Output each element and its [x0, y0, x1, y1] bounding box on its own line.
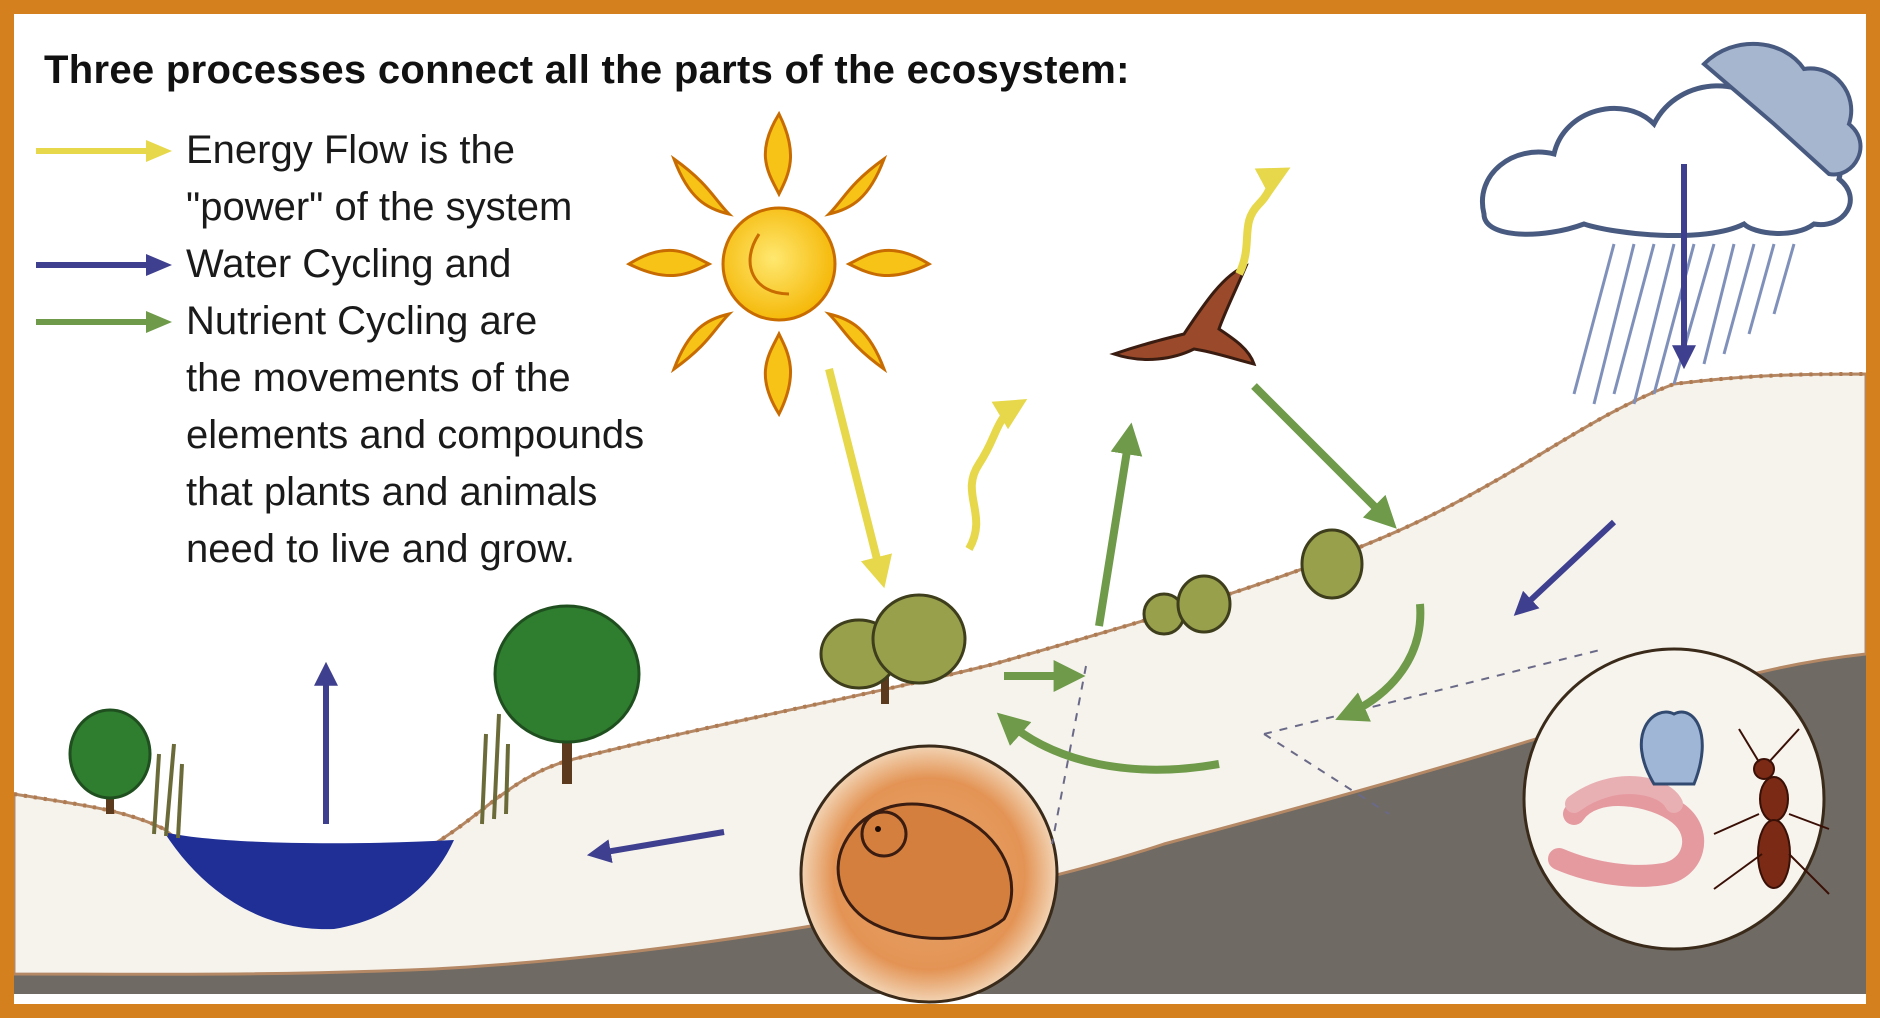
energy-arrow-heat-1 [969, 404, 1019, 549]
bird-icon [1114, 266, 1254, 364]
nutrient-arrow-icon [34, 309, 174, 335]
legend: Energy Flow is the "power" of the systemW… [34, 128, 734, 584]
nutrient-arrow-to-bird [1099, 432, 1130, 626]
legend-text: Energy Flow is the [186, 128, 515, 173]
diagram-title: Three processes connect all the parts of… [44, 48, 1130, 93]
shrub-small [1144, 576, 1230, 634]
legend-text: the movements of the [186, 356, 571, 401]
reeds-left [154, 744, 182, 838]
legend-text: Nutrient Cycling are [186, 299, 537, 344]
legend-line: Energy Flow is the [34, 128, 734, 185]
tree-left [70, 710, 150, 814]
legend-line: elements and compounds [34, 413, 734, 470]
legend-text: Water Cycling and [186, 242, 511, 287]
legend-line: "power" of the system [34, 185, 734, 242]
legend-line: Water Cycling and [34, 242, 734, 299]
legend-text: "power" of the system [186, 185, 572, 230]
legend-line: that plants and animals [34, 470, 734, 527]
energy-arrow-icon [34, 138, 174, 164]
legend-line: the movements of the [34, 356, 734, 413]
rain-cloud-icon [1482, 44, 1860, 404]
legend-line: Nutrient Cycling are [34, 299, 734, 356]
shrub-medium [1302, 530, 1362, 598]
legend-text: that plants and animals [186, 470, 597, 515]
water-arrow-icon [34, 252, 174, 278]
energy-flow-arrows [829, 172, 1282, 579]
legend-text: elements and compounds [186, 413, 644, 458]
energy-arrow-sun-to-shrub [829, 369, 882, 579]
legend-text: need to live and grow. [186, 527, 575, 572]
burrow-rodent-inset [801, 746, 1057, 1002]
nutrient-arrow-bird-to-ground [1254, 386, 1390, 522]
legend-line: need to live and grow. [34, 527, 734, 584]
energy-arrow-heat-2 [1239, 172, 1282, 274]
